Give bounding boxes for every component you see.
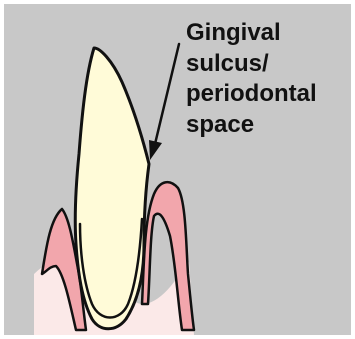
pointer-arrowhead: [149, 140, 162, 160]
diagram-frame: Gingival sulcus/ periodontal space: [4, 4, 351, 335]
label-line-2: sulcus/: [186, 49, 351, 80]
gingival-sulcus-label: Gingival sulcus/ periodontal space: [186, 18, 351, 140]
pointer-arrow-line: [155, 44, 179, 144]
label-line-4: space: [186, 110, 351, 141]
label-line-1: Gingival: [186, 18, 351, 49]
label-line-3: periodontal: [186, 79, 351, 110]
